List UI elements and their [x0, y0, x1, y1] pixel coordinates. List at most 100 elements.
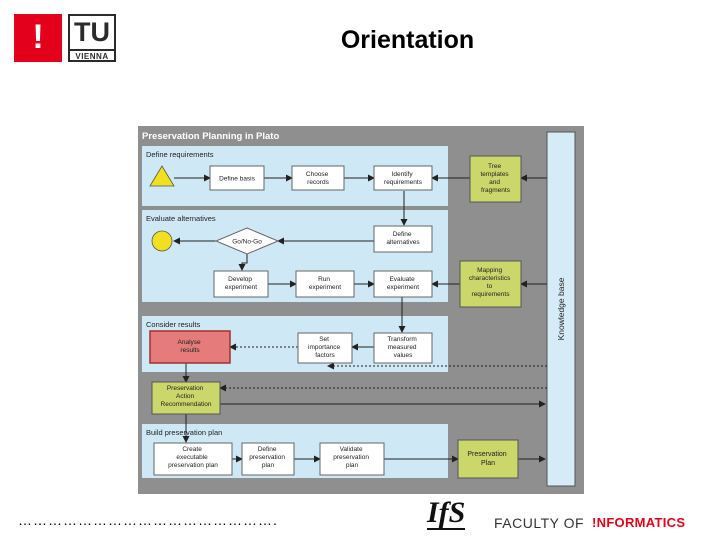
decision-go-no-go-text: Go/No-Go [232, 239, 262, 246]
box-set-importance-text: Set importance factors [308, 336, 342, 359]
box-tree-line: fragments [481, 187, 511, 194]
box-define-plan-line: plan [262, 462, 275, 469]
box-validate-line: plan [346, 462, 359, 469]
box-mapping-text: Mapping characteristics to requirements [469, 267, 512, 298]
box-importance-line: importance [308, 344, 341, 351]
box-recommendation-line: Action [176, 393, 194, 400]
footer-faculty-of: FACULTY OF [494, 515, 585, 531]
diagram-title: Preservation Planning in Plato [142, 131, 279, 142]
box-run-line: experiment [309, 284, 341, 291]
box-develop-line: Develop [228, 276, 252, 283]
box-validate-line: preservation [333, 454, 369, 461]
logo-exclamation-mark: ! [32, 18, 44, 56]
box-alternatives-line: alternatives [386, 239, 420, 246]
start-triangle [149, 165, 175, 187]
box-recommendation-line: Recommendation [161, 401, 212, 408]
box-transform-line: measured [388, 344, 417, 351]
box-recommendation-text: Preservation Action Recommendation [161, 385, 212, 408]
box-choose-records-text: Choose records [306, 171, 330, 186]
box-identify-line: requirements [384, 179, 423, 186]
box-run-line: Run [318, 276, 330, 283]
box-transform-line: values [394, 352, 414, 359]
box-create-executable-plan [153, 442, 233, 476]
box-define-alternatives [373, 225, 433, 253]
box-transform-line: Transform [387, 336, 416, 343]
box-create-line: preservation plan [168, 462, 218, 469]
box-tree-line: templates [481, 171, 510, 178]
box-define-preservation-plan [241, 442, 295, 476]
box-mapping-line: to [487, 283, 493, 290]
box-define-plan-line: preservation [249, 454, 285, 461]
box-validate-line: Validate [340, 446, 363, 453]
box-evaluate-experiment [373, 270, 433, 298]
tu-vienna-logo: TU VIENNA [68, 14, 116, 62]
box-preservation-plan [457, 439, 519, 479]
knowledge-base-column [546, 131, 576, 487]
section-build-label: Build preservation plan [146, 428, 222, 437]
box-develop-experiment-text: Develop experiment [225, 276, 257, 291]
box-create-line: executable [176, 454, 208, 461]
box-transform-text: Transform measured values [387, 336, 418, 359]
box-choose-records [291, 165, 345, 191]
box-preservation-plan-text: Preservation Plan [467, 451, 508, 467]
box-plan-line: Preservation [467, 451, 506, 458]
box-validate-preservation-plan [319, 442, 385, 476]
box-analyse-line: results [180, 347, 200, 354]
box-plan-line: Plan [481, 460, 495, 467]
box-develop-line: experiment [225, 284, 257, 291]
box-identify-requirements [373, 165, 433, 191]
plato-diagram-svg: Preservation Planning in Plato Define re… [138, 126, 584, 494]
box-choose-records-line: Choose [306, 171, 329, 178]
arrow-gonogo-to-develop [238, 254, 248, 271]
box-mapping-line: characteristics [469, 275, 511, 282]
logo-vienna-text: VIENNA [70, 49, 114, 61]
section-evaluate-label: Evaluate alternatives [146, 214, 216, 223]
box-validate-plan-text: Validate preservation plan [333, 446, 371, 469]
section-define-label: Define requirements [146, 150, 214, 159]
box-evaluate-line: Evaluate [389, 276, 415, 283]
decision-go-no-go [214, 227, 280, 255]
box-define-alternatives-text: Define alternatives [386, 231, 420, 246]
box-identify-requirements-text: Identify requirements [384, 171, 423, 186]
box-define-plan-line: Define [258, 446, 277, 453]
footer-informatics: !NFORMATICS [592, 515, 686, 530]
box-set-importance [297, 332, 353, 364]
box-create-line: Create [182, 446, 202, 453]
page-title: Orientation [340, 26, 475, 54]
box-recommendation-line: Preservation [167, 385, 204, 392]
box-run-experiment-text: Run experiment [309, 276, 341, 291]
box-choose-records-line: records [307, 179, 329, 186]
logo-tu-text: TU [74, 17, 110, 47]
box-define-basis [209, 165, 265, 191]
box-transform-values [373, 332, 433, 364]
box-alternatives-line: Define [393, 231, 412, 238]
box-run-experiment [295, 270, 355, 298]
knowledge-base-label: Knowledge base [556, 277, 566, 340]
ifs-logo: IfS [427, 496, 466, 530]
box-evaluate-experiment-text: Evaluate experiment [387, 276, 419, 291]
box-evaluate-line: experiment [387, 284, 419, 291]
box-mapping-line: requirements [472, 291, 511, 298]
end-circle [151, 230, 173, 252]
box-develop-experiment [213, 270, 269, 298]
box-action-recommendation [151, 381, 221, 415]
box-analyse-results-text: Analyse results [178, 339, 203, 354]
box-tree-line: and [489, 179, 500, 186]
box-identify-line: Identify [392, 171, 414, 178]
box-importance-line: Set [319, 336, 329, 343]
box-mapping-line: Mapping [477, 267, 502, 274]
section-consider-label: Consider results [146, 320, 200, 329]
box-tree-templates [469, 155, 522, 203]
box-importance-line: factors [315, 352, 335, 359]
box-define-plan-text: Define preservation plan [249, 446, 287, 469]
box-analyse-results [149, 330, 231, 364]
box-define-basis-text: Define basis [219, 176, 256, 183]
footer-dots: ……………………………………………. [18, 512, 278, 528]
box-analyse-line: Analyse [178, 339, 202, 346]
box-create-plan-text: Create executable preservation plan [168, 446, 218, 469]
tu-logo-exclamation: ! [14, 14, 62, 62]
box-tree-templates-text: Tree templates and fragments [481, 163, 511, 194]
box-mapping-characteristics [459, 260, 522, 308]
plato-diagram: Preservation Planning in Plato Define re… [138, 126, 584, 494]
box-tree-line: Tree [488, 163, 502, 170]
